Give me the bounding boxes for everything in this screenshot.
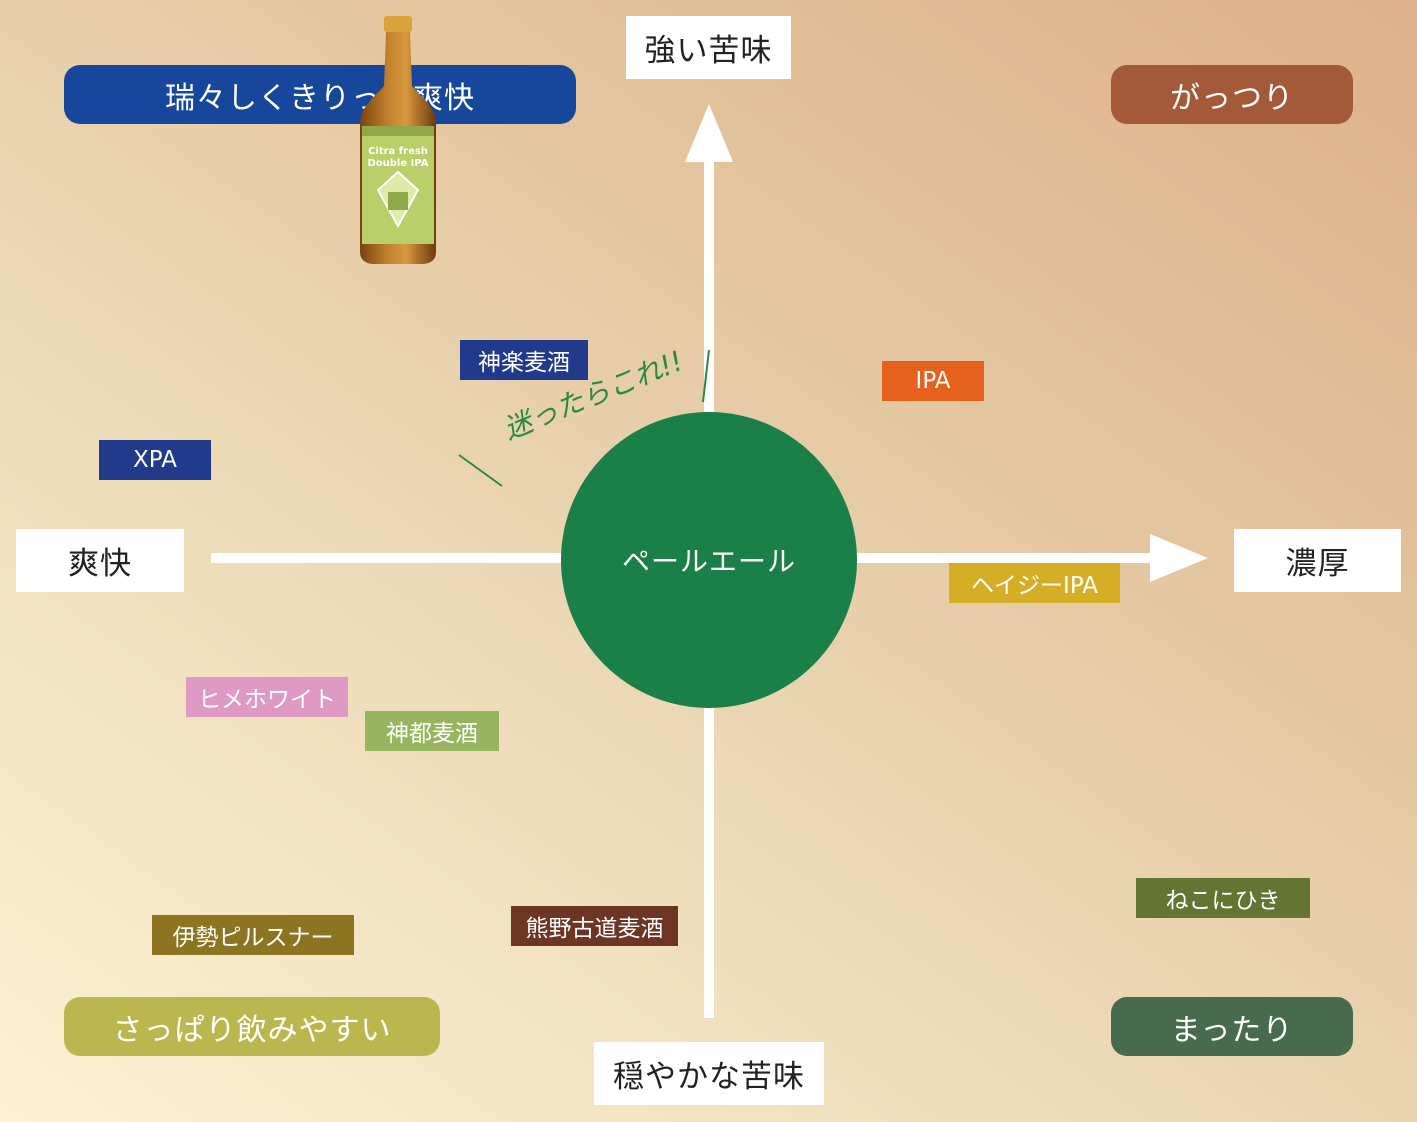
bottle-label-line-2: Double IPA [367,158,428,169]
note-mark-left [458,454,503,487]
quadrant-top-right: がっつり [1111,65,1353,124]
beer-tag-hazy-ipa: ヘイジーIPA [949,563,1120,603]
beer-tag-hime-white: ヒメホワイト [186,677,348,717]
axis-label-left: 爽快 [16,529,184,592]
center-circle-pale-ale: ペールエール [561,412,857,708]
beer-tag-ise-pilsner: 伊勢ピルスナー [152,915,354,955]
quadrant-bottom-right: まったり [1111,997,1353,1056]
bottle-cap-icon [384,16,412,32]
beer-tag-kumano-kodo: 熊野古道麦酒 [511,906,678,946]
up-arrow-icon [685,104,733,162]
bottle-label-line-1: Citra fresh [368,146,428,157]
right-arrow-icon [1150,534,1208,582]
beer-tag-ipa: IPA [882,361,984,401]
quadrant-top-left: 瑞々しくきりっと爽快 [64,65,576,124]
beer-bottle-image: Citra fresh Double IPA [360,16,436,264]
axis-label-bottom: 穏やかな苦味 [594,1042,824,1105]
beer-tag-kagura: 神楽麦酒 [460,340,588,380]
axis-label-right: 濃厚 [1234,529,1401,592]
beer-tag-nekonihiki: ねこにひき [1136,878,1310,918]
beer-tag-xpa: XPA [99,440,211,480]
axis-label-top: 強い苦味 [626,16,791,79]
beer-tag-jinto: 神都麦酒 [365,711,499,751]
quadrant-bottom-left: さっぱり飲みやすい [64,997,440,1056]
note-mark-right [702,349,710,403]
